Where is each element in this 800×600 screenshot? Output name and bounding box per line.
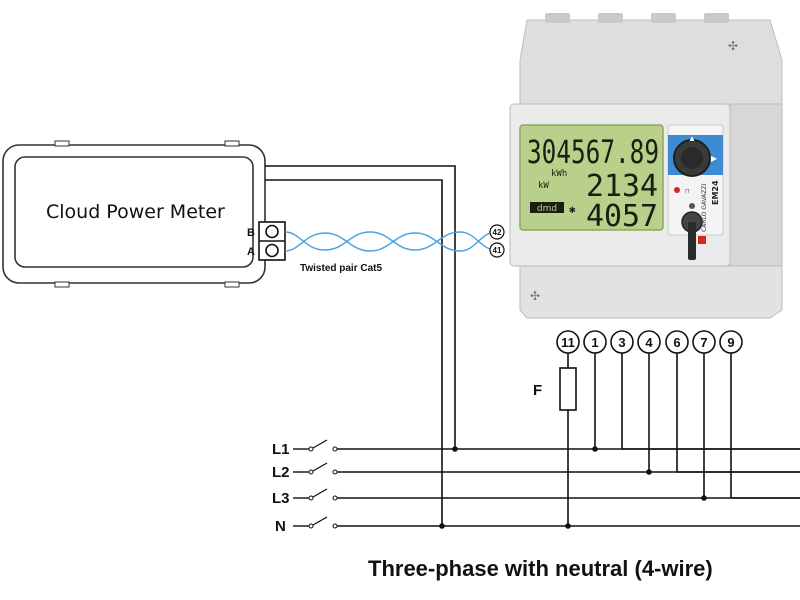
status-led: [674, 187, 680, 193]
terminal-9-label: 9: [727, 335, 734, 350]
lcd-dmd-label: dmd: [537, 204, 557, 214]
line-l3-label: L3: [272, 490, 290, 507]
selector-handle: [688, 222, 696, 260]
bottom-crosshair-icon: ✣: [530, 289, 540, 303]
cloud-power-meter: Cloud Power Meter: [2, 140, 266, 288]
lcd-unit-kwh: kWh: [551, 169, 567, 179]
terminal-41-label: 41: [493, 246, 502, 255]
line-l2-label: L2: [272, 464, 290, 481]
rs485-terminal-block: B A: [247, 221, 286, 261]
model-label: EM24: [711, 180, 720, 205]
terminal-9: 9: [719, 330, 743, 354]
cable-label: Twisted pair Cat5: [300, 263, 382, 274]
terminal-7: 7: [692, 330, 716, 354]
terminal-1: 1: [583, 330, 607, 354]
brand-logo: [698, 236, 706, 244]
fuse-label: F: [533, 382, 542, 399]
switch-l2: [312, 462, 328, 472]
arrow-right-icon: ▶: [711, 154, 718, 163]
fuse: F: [533, 367, 577, 411]
terminal-4-label: 4: [645, 335, 653, 350]
line-n-label: N: [275, 518, 286, 535]
port-a-label: A: [247, 246, 255, 258]
line-l1: L1: [272, 439, 800, 458]
terminal-3-label: 3: [618, 335, 625, 350]
brand-label: CARLO GAVAZZI: [701, 183, 708, 232]
line-l3: L3: [272, 488, 800, 507]
lcd-unit-kw: kW: [538, 181, 549, 191]
meter-rs485-terminals: 42 41: [489, 224, 505, 258]
cloud-meter-label: Cloud Power Meter: [46, 201, 225, 223]
line-n: N: [275, 516, 800, 535]
terminal-strip: 11 1 3 4 6 7 9: [556, 330, 743, 354]
supply-lines: L1 L2 L3 N: [272, 439, 800, 535]
junction-dots: [439, 446, 707, 529]
lcd-row2-value: 2134: [586, 169, 658, 204]
lcd-row1-value: 304567.89: [527, 133, 659, 171]
line-l1-label: L1: [272, 441, 290, 458]
arrow-up-icon: ▲: [688, 134, 696, 143]
twisted-pair-cable: [284, 231, 495, 252]
diagram-caption: Three-phase with neutral (4-wire): [368, 556, 713, 581]
meter-supply-wires: [265, 165, 456, 526]
port-b-label: B: [247, 227, 255, 239]
terminal-4: 4: [637, 330, 661, 354]
terminal-1-label: 1: [591, 335, 598, 350]
terminal-6-label: 6: [673, 335, 680, 350]
terminal-42-label: 42: [493, 228, 502, 237]
svg-text:⊓: ⊓: [685, 188, 690, 195]
switch-l1: [312, 439, 328, 449]
terminal-11: 11: [556, 330, 580, 354]
terminal-11-label: 11: [561, 335, 575, 350]
terminal-6: 6: [665, 330, 689, 354]
lcd-row3-value: 4057: [586, 199, 658, 234]
terminal-7-label: 7: [700, 335, 707, 350]
top-crosshair-icon: ✣: [728, 39, 738, 53]
switch-l3: [312, 488, 328, 498]
line-l2: L2: [272, 462, 800, 481]
terminal-3: 3: [610, 330, 634, 354]
switch-n: [312, 516, 328, 526]
terminal-wires: [567, 353, 800, 526]
em24-meter: ✣ ✣ 304567.89 kWh kW 2134 dmd ✱ 4057 ▲ ▶…: [509, 13, 783, 319]
lcd-star-icon: ✱: [569, 203, 576, 216]
terminal-b-screw: [265, 224, 279, 239]
terminal-a-screw: [265, 243, 279, 258]
